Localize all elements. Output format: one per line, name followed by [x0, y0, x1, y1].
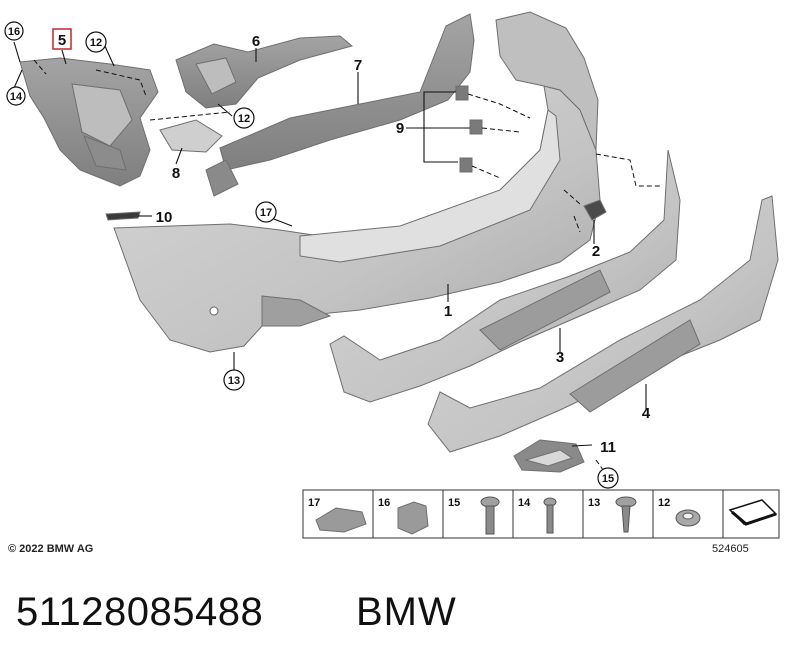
svg-text:14: 14 [10, 91, 23, 103]
callout-4: 4 [642, 405, 651, 422]
svg-text:12: 12 [238, 113, 250, 125]
callout-8: 8 [172, 165, 180, 182]
callout-2: 2 [592, 243, 600, 260]
assembly-symbol-icon [728, 499, 778, 526]
copyright-text: © 2022 BMW AG [8, 543, 94, 555]
strip-part-10 [105, 211, 141, 221]
nut-clip-icon [397, 501, 429, 535]
callout-16: 16 [4, 21, 24, 41]
callout-10: 10 [156, 209, 173, 226]
svg-text:12: 12 [90, 37, 102, 49]
screw-icon-15 [480, 496, 500, 535]
bolt-icon-14 [543, 497, 557, 534]
screw-icon-13 [615, 496, 637, 533]
svg-text:16: 16 [8, 26, 20, 38]
svg-text:17: 17 [260, 207, 272, 219]
callout-14: 14 [6, 86, 26, 106]
callout-17: 17 [255, 201, 277, 223]
callout-6: 6 [252, 33, 260, 50]
callout-15: 15 [597, 467, 619, 489]
callout-13: 13 [223, 369, 245, 391]
reflector-part-11 [513, 439, 585, 473]
left-bracket-part-5 [19, 57, 159, 187]
legend-label-15: 15 [448, 497, 460, 509]
callout-12-top: 12 [85, 31, 107, 53]
legend-label-14: 14 [518, 497, 531, 509]
clip-icon [315, 507, 367, 533]
svg-text:15: 15 [602, 473, 614, 485]
brand-caption: BMW [356, 590, 457, 634]
drawing-number: 524605 [712, 543, 749, 555]
parts-diagram: 16 5 12 14 6 12 7 9 8 10 17 2 1 3 13 4 1… [4, 11, 780, 539]
callout-3: 3 [556, 349, 564, 366]
clips-part-9 [455, 85, 483, 173]
legend-label-17: 17 [308, 497, 320, 509]
cap-part-2 [583, 199, 607, 221]
legend-label-12: 12 [658, 497, 670, 509]
bracket-part-6 [175, 35, 354, 109]
svg-text:13: 13 [228, 375, 240, 387]
fastener-legend: 17 16 15 14 13 12 [302, 489, 780, 539]
svg-text:5: 5 [58, 32, 66, 49]
part-number-caption: 51128085488 [16, 590, 264, 634]
legend-label-16: 16 [378, 497, 390, 509]
diffuser-part-3 [329, 149, 681, 403]
callout-1: 1 [444, 303, 452, 320]
callout-12-middle: 12 [233, 107, 255, 129]
callout-7: 7 [354, 57, 362, 74]
callout-11: 11 [600, 439, 616, 456]
callout-9: 9 [396, 120, 404, 137]
bracket-part-8 [159, 119, 223, 153]
callout-5: 5 [52, 28, 72, 50]
legend-label-13: 13 [588, 497, 600, 509]
diffuser-part-4 [427, 195, 779, 453]
nut-icon [675, 509, 701, 527]
mounting-rail-part-7 [205, 13, 475, 197]
